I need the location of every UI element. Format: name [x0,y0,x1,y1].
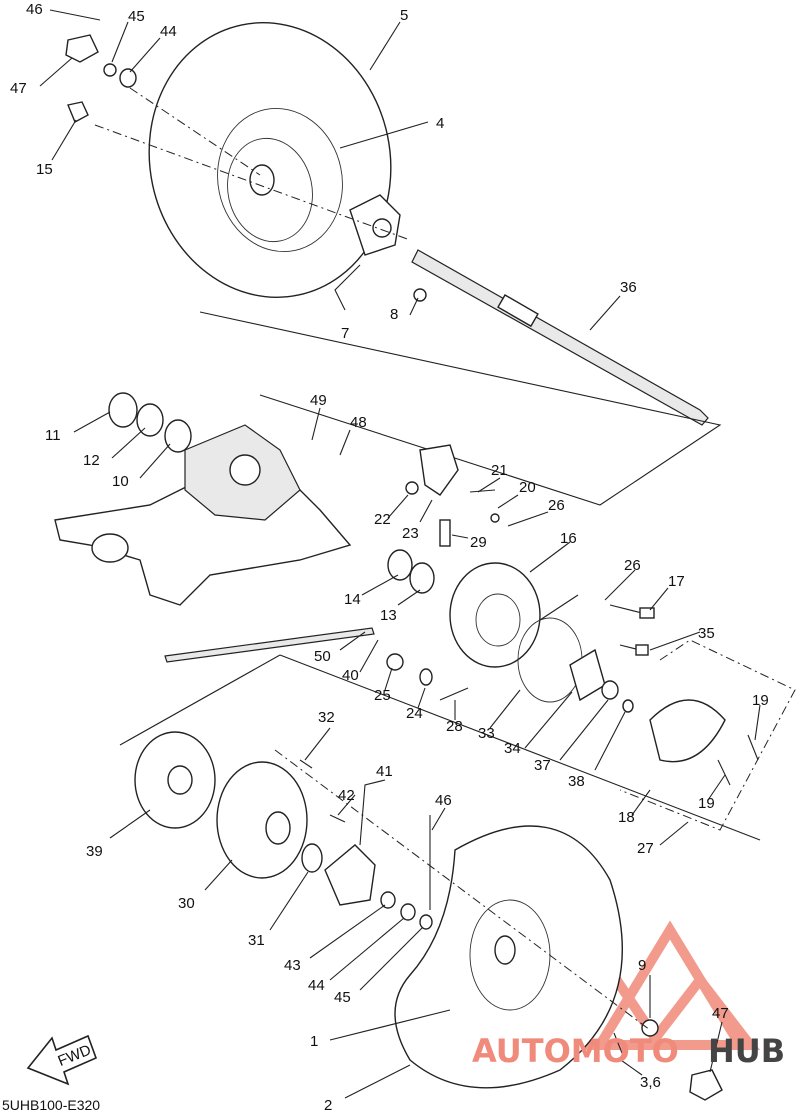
callout-48: 48 [350,414,367,431]
callout-49: 49 [310,392,327,409]
drum-cover-30 [216,761,323,879]
callout-45: 45 [128,8,145,25]
pivot-shaft [164,627,375,663]
callout-41: 41 [376,763,393,780]
callout-19a: 19 [752,692,769,709]
callout-38: 38 [568,773,585,790]
callout-23: 23 [402,525,419,542]
callout-33: 33 [478,725,495,742]
callout-37: 37 [534,757,551,774]
drawing-code: 5UHB100-E320 [2,1097,100,1113]
callout-24: 24 [406,705,423,722]
callout-44b: 44 [308,977,325,994]
bolts-mid [386,604,655,701]
callout-20: 20 [519,479,536,496]
callout-26a: 26 [548,497,565,514]
callout-8: 8 [390,306,398,323]
callout-46b: 46 [435,792,452,809]
final-gear-case [184,424,301,521]
brake-shoes [649,699,759,786]
brake-lever-assy [405,444,500,547]
callout-22: 22 [374,511,391,528]
callout-15: 15 [36,161,53,178]
callout-19b: 19 [698,795,715,812]
callout-29: 29 [470,534,487,551]
callout-31: 31 [248,932,265,949]
callout-17: 17 [668,573,685,590]
callout-5: 5 [400,7,408,24]
seals-bearings-left [108,392,192,453]
rear-bolts [613,1019,723,1101]
callout-46: 46 [26,1,43,18]
callout-27: 27 [637,840,654,857]
callout-44: 44 [160,23,177,40]
watermark-text-a: AUTOMOTO [472,1032,679,1070]
rear-hub-41 [299,759,433,930]
callout-47b: 47 [712,1005,729,1022]
callout-2: 2 [324,1097,332,1113]
watermark-text-b: HUB [708,1032,785,1070]
callout-16: 16 [560,530,577,547]
callout-35: 35 [698,625,715,642]
callout-4: 4 [436,115,444,132]
callout-45b: 45 [334,989,351,1006]
callout-10: 10 [112,473,129,490]
callout-47: 47 [10,80,27,97]
fwd-arrow: FWD [26,1034,98,1086]
callout-12: 12 [83,452,100,469]
callout-9: 9 [638,957,646,974]
callout-39: 39 [86,843,103,860]
callout-14: 14 [344,591,361,608]
callout-25: 25 [374,687,391,704]
leader-lines [39,9,761,1099]
small-nuts-top [65,34,427,302]
bearings-mid [387,549,435,594]
callout-26b: 26 [624,557,641,574]
callout-21: 21 [491,462,508,479]
brake-drum-39 [134,731,216,829]
rear-tire [394,825,624,1089]
callout-40: 40 [342,667,359,684]
callout-3-6: 3,6 [640,1074,661,1091]
callout-labels: 46 45 44 47 15 5 4 36 8 7 11 12 10 49 48… [10,1,769,1113]
axle-shaft [411,249,709,426]
callout-30: 30 [178,895,195,912]
hub-plate-mid [569,648,634,713]
callout-18: 18 [618,809,635,826]
front-tire [148,22,392,298]
callout-43: 43 [284,957,301,974]
callout-50: 50 [314,648,331,665]
callout-32: 32 [318,709,335,726]
callout-11: 11 [45,427,61,444]
callout-28: 28 [446,718,463,735]
callout-36: 36 [620,279,637,296]
callout-34: 34 [504,740,521,757]
o-ring [517,617,583,703]
wheel-hub [349,194,401,256]
brake-drum-plate [449,562,541,668]
callout-1: 1 [310,1033,318,1050]
callout-7: 7 [341,325,349,342]
callout-13: 13 [380,607,397,624]
callout-42: 42 [338,787,355,804]
